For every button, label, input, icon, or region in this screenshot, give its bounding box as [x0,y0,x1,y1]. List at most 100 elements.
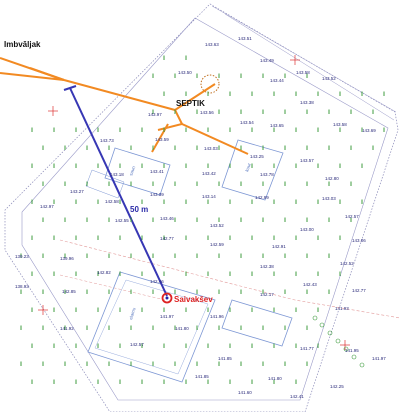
pink-dashed-line-2 [59,274,166,301]
grass-symbol: ‖ [328,182,330,188]
grass-symbol: ‖ [31,272,33,278]
elevation-label: 143.52 [210,223,224,228]
grass-symbol: ‖ [339,272,341,278]
grass-symbol: ‖ [218,146,220,152]
grass-symbol: ‖ [42,218,44,224]
elevation-label: 142.57 [130,342,144,347]
elevation-label: 138.93 [15,284,29,289]
elevation-label: 141.97 [372,356,386,361]
elevation-label: 143.56 [200,110,214,115]
grass-symbol: ‖ [174,254,176,260]
grass-symbol: ‖ [317,92,319,98]
elevation-label: 142.91 [272,244,286,249]
elevation-label: 143.09 [150,192,164,197]
grass-symbol: ‖ [251,164,253,170]
grass-symbol: ‖ [229,236,231,242]
grass-symbol: ‖ [196,254,198,260]
elevation-label: 142.52 [340,261,354,266]
building-label-east: kuur [244,162,252,172]
grass-symbol: ‖ [218,326,220,332]
tree-circles [312,315,365,368]
grass-symbol: ‖ [75,128,77,134]
grass-symbol: ‖ [53,308,55,314]
grass-symbol: ‖ [64,146,66,152]
septic-circle [200,74,220,94]
grass-symbol: ‖ [31,200,33,206]
grass-symbol: ‖ [273,308,275,314]
grass-symbol: ‖ [240,110,242,116]
grass-symbol: ‖ [108,218,110,224]
grass-symbol: ‖ [240,146,242,152]
grass-symbol: ‖ [273,380,275,386]
elevation-label: 141.85 [195,374,209,379]
grass-symbol: ‖ [339,236,341,242]
elevation-label: 141.77 [300,346,314,351]
grass-symbol: ‖ [328,290,330,296]
grass-symbol: ‖ [141,308,143,314]
grass-symbol: ‖ [130,326,132,332]
grass-symbol: ‖ [108,290,110,296]
grass-symbol: ‖ [306,326,308,332]
grass-symbol: ‖ [141,164,143,170]
grass-symbol: ‖ [185,236,187,242]
grass-symbol: ‖ [207,272,209,278]
grass-symbol: ‖ [262,362,264,368]
elevation-label: 142.85 [62,289,76,294]
building-south-east [221,299,293,347]
grass-symbol: ‖ [185,344,187,350]
elevation-label: 143.58 [333,122,347,127]
grass-symbol: ‖ [152,182,154,188]
elevation-label: 143.63 [205,42,219,47]
grass-symbol: ‖ [273,164,275,170]
grass-symbol: ‖ [240,182,242,188]
elevation-label: 142.55 [115,218,129,223]
grass-symbol: ‖ [75,200,77,206]
grass-symbol: ‖ [306,218,308,224]
elevation-label: 143.69 [362,128,376,133]
grass-symbol: ‖ [251,380,253,386]
grass-symbol: ‖ [185,56,187,62]
grass-symbol: ‖ [20,362,22,368]
grass-symbol: ‖ [218,362,220,368]
grass-symbol: ‖ [185,164,187,170]
grass-symbol: ‖ [306,74,308,80]
grass-symbol: ‖ [328,146,330,152]
grass-symbol: ‖ [185,128,187,134]
grass-symbol: ‖ [174,290,176,296]
grass-symbol: ‖ [141,344,143,350]
grass-symbol: ‖ [306,290,308,296]
elevation-label: 139.23 [15,254,29,259]
grass-symbol: ‖ [174,110,176,116]
elevation-label: 141.97 [160,314,174,319]
grass-symbol: ‖ [20,326,22,332]
grass-symbol: ‖ [196,110,198,116]
grass-symbol: ‖ [75,272,77,278]
grass-symbol: ‖ [141,128,143,134]
elevation-labels: 143.63143.51143.49143.58143.52143.44143.… [15,36,386,399]
grass-symbol: ‖ [306,182,308,188]
grass-symbol: ‖ [207,200,209,206]
elevation-label: 139.96 [60,256,74,261]
grass-symbol: ‖ [185,308,187,314]
grass-symbol: ‖ [229,200,231,206]
cabin-marker-dot [165,296,169,300]
grass-symbol: ‖ [306,110,308,116]
grass-symbol: ‖ [339,200,341,206]
grass-symbol: ‖ [42,146,44,152]
grass-symbol: ‖ [383,92,385,98]
grass-symbol: ‖ [284,146,286,152]
elevation-label: 143.42 [202,171,216,176]
elevation-label: 142.58 [105,199,119,204]
grass-symbol: ‖ [119,200,121,206]
grass-symbol: ‖ [295,380,297,386]
grass-symbol: ‖ [163,164,165,170]
elevation-label: 141.93 [335,306,349,311]
elevation-label: 142.25 [330,384,344,389]
grass-symbol: ‖ [218,74,220,80]
grass-symbol: ‖ [152,254,154,260]
grass-symbol: ‖ [20,254,22,260]
grass-symbol: ‖ [97,164,99,170]
grass-symbol: ‖ [240,362,242,368]
elevation-label: 142.80 [325,176,339,181]
elevation-label: 142.17 [260,292,274,297]
